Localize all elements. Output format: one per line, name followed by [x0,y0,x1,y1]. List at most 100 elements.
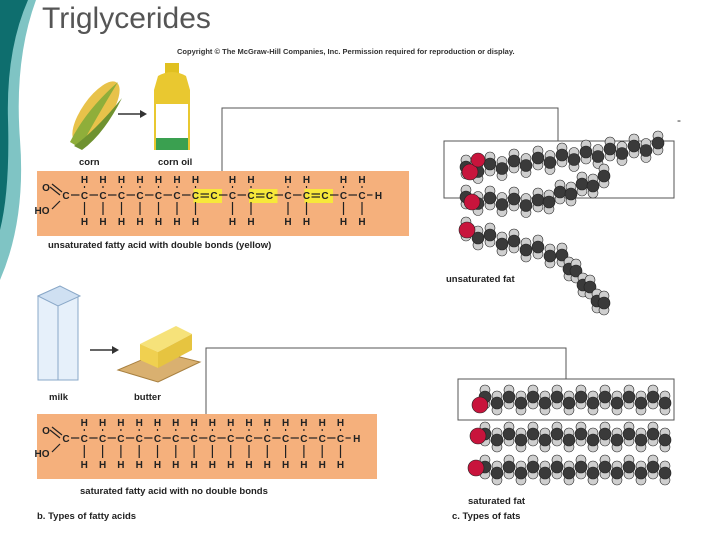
carbon-atom: C [155,191,162,202]
carbon-ball [531,151,545,165]
carbon-ball [586,433,600,447]
carbon-ball [639,144,653,157]
carbon-ball [646,390,660,404]
carbon-ball [586,466,600,480]
carbon-ball [483,157,497,171]
carbon-ball [514,433,528,447]
oxygen-ball [458,221,476,239]
carbon-atom: C [62,434,69,445]
carbon-ball [597,169,611,183]
carbon-ball [634,396,648,410]
carbon-ball [564,187,578,201]
hydrogen-atom: H [303,175,310,186]
hydrogen-atom: H [154,460,161,471]
carbon-ball [519,243,533,257]
carbon-atom: C [172,434,179,445]
carbon-atom: C [81,191,88,202]
carbon-ball [627,139,641,153]
hydrogen-atom: H [136,217,143,228]
bond [51,443,61,453]
carbon-ball [519,159,533,172]
bond [51,183,63,193]
carbon-ball [622,390,636,404]
hydrogen-atom: H [81,418,88,429]
hydrogen-atom: H [340,217,347,228]
hydrogen-atom: H [118,175,125,186]
carbon-ball [495,162,509,175]
carbon-ball [519,199,533,212]
hydrogen-atom: H [118,217,125,228]
carbon-ball [555,148,569,162]
hydrogen-atom: H [227,418,234,429]
hydrogen-atom: H [227,460,234,471]
carbon-ball [550,427,564,441]
carbon-ball [658,433,672,447]
hydrogen-atom: H [154,418,161,429]
hydrogen-atom: H [99,418,106,429]
carbon-atom: C [319,434,326,445]
arrow-icon [118,110,147,118]
hydrogen-atom: H [284,217,291,228]
hydrogen-atom: H [172,460,179,471]
hydrogen-atom: H [99,460,106,471]
stray-mark: - [677,113,681,127]
hydrogen-atom: H [81,175,88,186]
saturated-fatty-acid-band [37,414,377,479]
carbon-ball [514,396,528,410]
carbon-ball [471,231,485,245]
carbon-ball [598,460,612,474]
carbon-ball [562,433,576,447]
hydrogen-atom: H [99,217,106,228]
hydrogen-atom: H [136,460,143,471]
carbon-atom: C [62,191,69,202]
hydrogen-atom: H [282,460,289,471]
hydrogen-atom: H [229,175,236,186]
carbon-ball [538,396,552,410]
carbon-ball [538,433,552,447]
carbon-atom: C [247,191,254,202]
hydrogen-atom: H [245,418,252,429]
carbon-ball [634,466,648,480]
carbon-atom: C [229,191,236,202]
carbon-ball [579,145,593,159]
carbon-atom: C [266,191,273,202]
carbon-ball [634,433,648,447]
carbon-ball [550,390,564,404]
carbon-atom: C [136,191,143,202]
carbon-atom: C [118,191,125,202]
hydroxyl-group: HO [35,206,50,217]
milk-label: milk [49,392,69,403]
hydrogen-atom: H [337,418,344,429]
hydrogen-atom: H [247,217,254,228]
oxygen-ball [469,427,487,445]
panel-c-caption: c. Types of fats [452,511,521,522]
oxygen-atom: O [42,183,50,194]
hydrogen-atom: H [358,217,365,228]
hydrogen-atom: H [173,217,180,228]
double-bond-highlight [249,189,278,203]
carbon-atom: C [210,191,217,202]
carbon-ball [610,433,624,447]
carbon-atom: C [300,434,307,445]
hydrogen-atom: H [136,175,143,186]
bond [51,426,63,436]
bond [49,429,61,439]
carbon-ball [646,460,660,474]
carbon-ball [574,390,588,404]
double-bond-highlight [304,189,333,203]
carbon-atom: C [81,434,88,445]
hydrogen-atom: H [81,460,88,471]
carbon-ball [567,153,581,166]
carbon-ball [597,296,611,310]
carbon-ball [646,427,660,441]
hydrogen-atom: H [81,217,88,228]
hydrogen-atom: H [117,460,124,471]
carbon-ball [490,466,504,480]
carbon-ball [502,460,516,474]
hydrogen-atom: H [155,175,162,186]
carbon-ball [553,185,567,199]
hydrogen-atom: H [190,460,197,471]
carbon-atom: C [340,191,347,202]
carbon-ball [586,396,600,410]
